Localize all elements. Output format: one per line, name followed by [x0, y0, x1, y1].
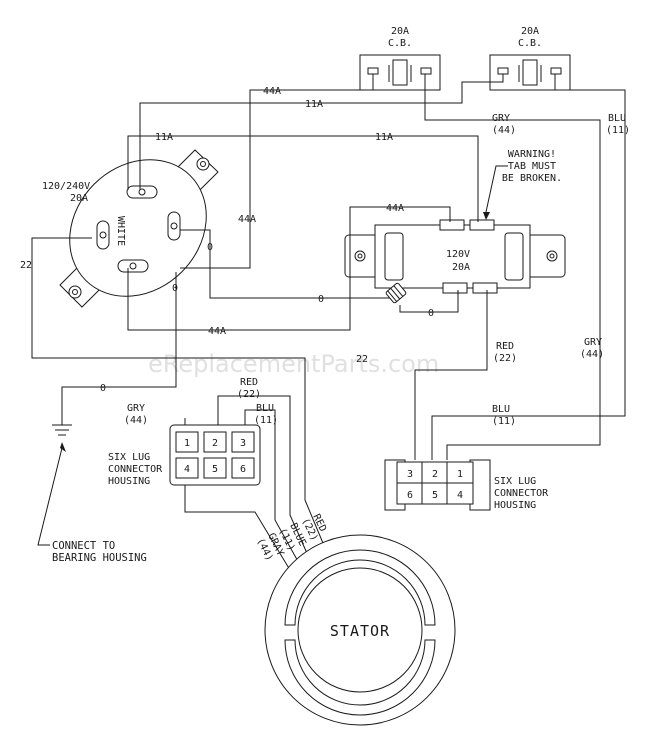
right-pin-3: 3 [407, 469, 413, 480]
label-22-bottom: 22 [356, 354, 368, 365]
label-44a-rcpt: 44A [386, 203, 404, 214]
right-connector-label-3: HOUSING [494, 500, 536, 511]
breaker-right: 20A C.B. [489, 26, 571, 91]
left-pin-1: 1 [184, 438, 190, 449]
label-blu-mid-num: (11) [492, 416, 516, 427]
label-blu-mid: BLU [492, 404, 510, 415]
ground-symbol: CONNECT TO BEARING HOUSING [37, 424, 147, 564]
left-connector-label-3: HOUSING [108, 476, 150, 487]
right-pin-2: 2 [432, 469, 438, 480]
breaker-left: 20A C.B. [359, 26, 441, 91]
label-red-mid: RED [496, 341, 514, 352]
left-pin-2: 2 [212, 438, 218, 449]
label-11a-top: 11A [305, 99, 323, 110]
warning-callout: WARNING! TAB MUST BE BROKEN. [483, 149, 562, 220]
label-44a-vert: 44A [238, 214, 256, 225]
label-gry-right-num: (44) [580, 349, 604, 360]
left-pin-6: 6 [240, 464, 246, 475]
warning-line-1: WARNING! [508, 149, 556, 160]
six-lug-connector-left: 1 2 3 4 5 6 SIX LUG CONNECTOR HOUSING [108, 424, 261, 487]
right-pin-6: 6 [407, 490, 413, 501]
left-pin-5: 5 [212, 464, 218, 475]
label-red-left: RED [240, 377, 258, 388]
label-0-mid: 0 [318, 294, 324, 305]
right-pin-1: 1 [457, 469, 463, 480]
label-0-left: 0 [207, 242, 213, 253]
receptacle-120-voltage: 120V [446, 249, 470, 260]
right-connector-label-1: SIX LUG [494, 476, 536, 487]
label-gry-top-num: (44) [492, 125, 516, 136]
label-22-left: 22 [20, 260, 32, 271]
stator: STATOR RED (22) BLUE (11) GRAY (44) [254, 512, 456, 726]
right-connector-label-2: CONNECTOR [494, 488, 549, 499]
receptacle-120-rating: 20A [452, 262, 470, 273]
left-pin-4: 4 [184, 464, 190, 475]
six-lug-connector-right: 3 2 1 6 5 4 SIX LUG CONNECTOR HOUSING [384, 459, 549, 511]
breaker-right-rating: 20A [521, 26, 539, 37]
receptacle-240-voltage: 120/240V [42, 181, 90, 192]
stator-label: STATOR [330, 622, 390, 640]
left-pin-3: 3 [240, 438, 246, 449]
label-red-left-num: (22) [237, 389, 261, 400]
left-connector-label-2: CONNECTOR [108, 464, 163, 475]
warning-line-3: BE BROKEN. [502, 173, 562, 184]
receptacle-240-rating: 20A [70, 193, 88, 204]
warning-line-2: TAB MUST [508, 161, 556, 172]
label-11a-mid: 11A [375, 132, 393, 143]
wire-routing: 44A 44A 11A 11A 11A 44A 44A GRY (44) GRY… [20, 74, 630, 571]
label-44a-bottom: 44A [208, 326, 226, 337]
ground-line-1: CONNECT TO [52, 540, 115, 552]
label-gry-top: GRY [492, 113, 510, 124]
label-blu-left: BLU [256, 403, 274, 414]
label-red-mid-num: (22) [493, 353, 517, 364]
breaker-left-rating: 20A [391, 26, 409, 37]
label-0-ground: 0 [100, 383, 106, 394]
receptacle-240-terminal-mark: WHITE [115, 216, 126, 246]
right-pin-4: 4 [457, 490, 463, 501]
right-pin-5: 5 [432, 490, 438, 501]
watermark-text: eReplacementParts.com [148, 350, 439, 378]
label-blu-left-num: (11) [254, 415, 278, 426]
receptacle-120v: 120V 20A [344, 219, 566, 304]
breaker-left-type: C.B. [388, 38, 412, 49]
left-connector-label-1: SIX LUG [108, 452, 150, 463]
label-11a-left: 11A [155, 132, 173, 143]
label-gry-right: GRY [584, 337, 602, 348]
label-blu-top-num: (11) [606, 125, 630, 136]
label-44a-top: 44A [263, 86, 281, 97]
label-0-vert: 0 [172, 283, 178, 294]
label-0-rcpt: 0 [428, 308, 434, 319]
label-blu-top: BLU [608, 113, 626, 124]
label-gry-left: GRY [127, 403, 145, 414]
ground-line-2: BEARING HOUSING [52, 552, 147, 564]
breaker-right-type: C.B. [518, 38, 542, 49]
label-gry-left-num: (44) [124, 415, 148, 426]
receptacle-120-240v: 120/240V 20A WHITE [42, 149, 219, 308]
